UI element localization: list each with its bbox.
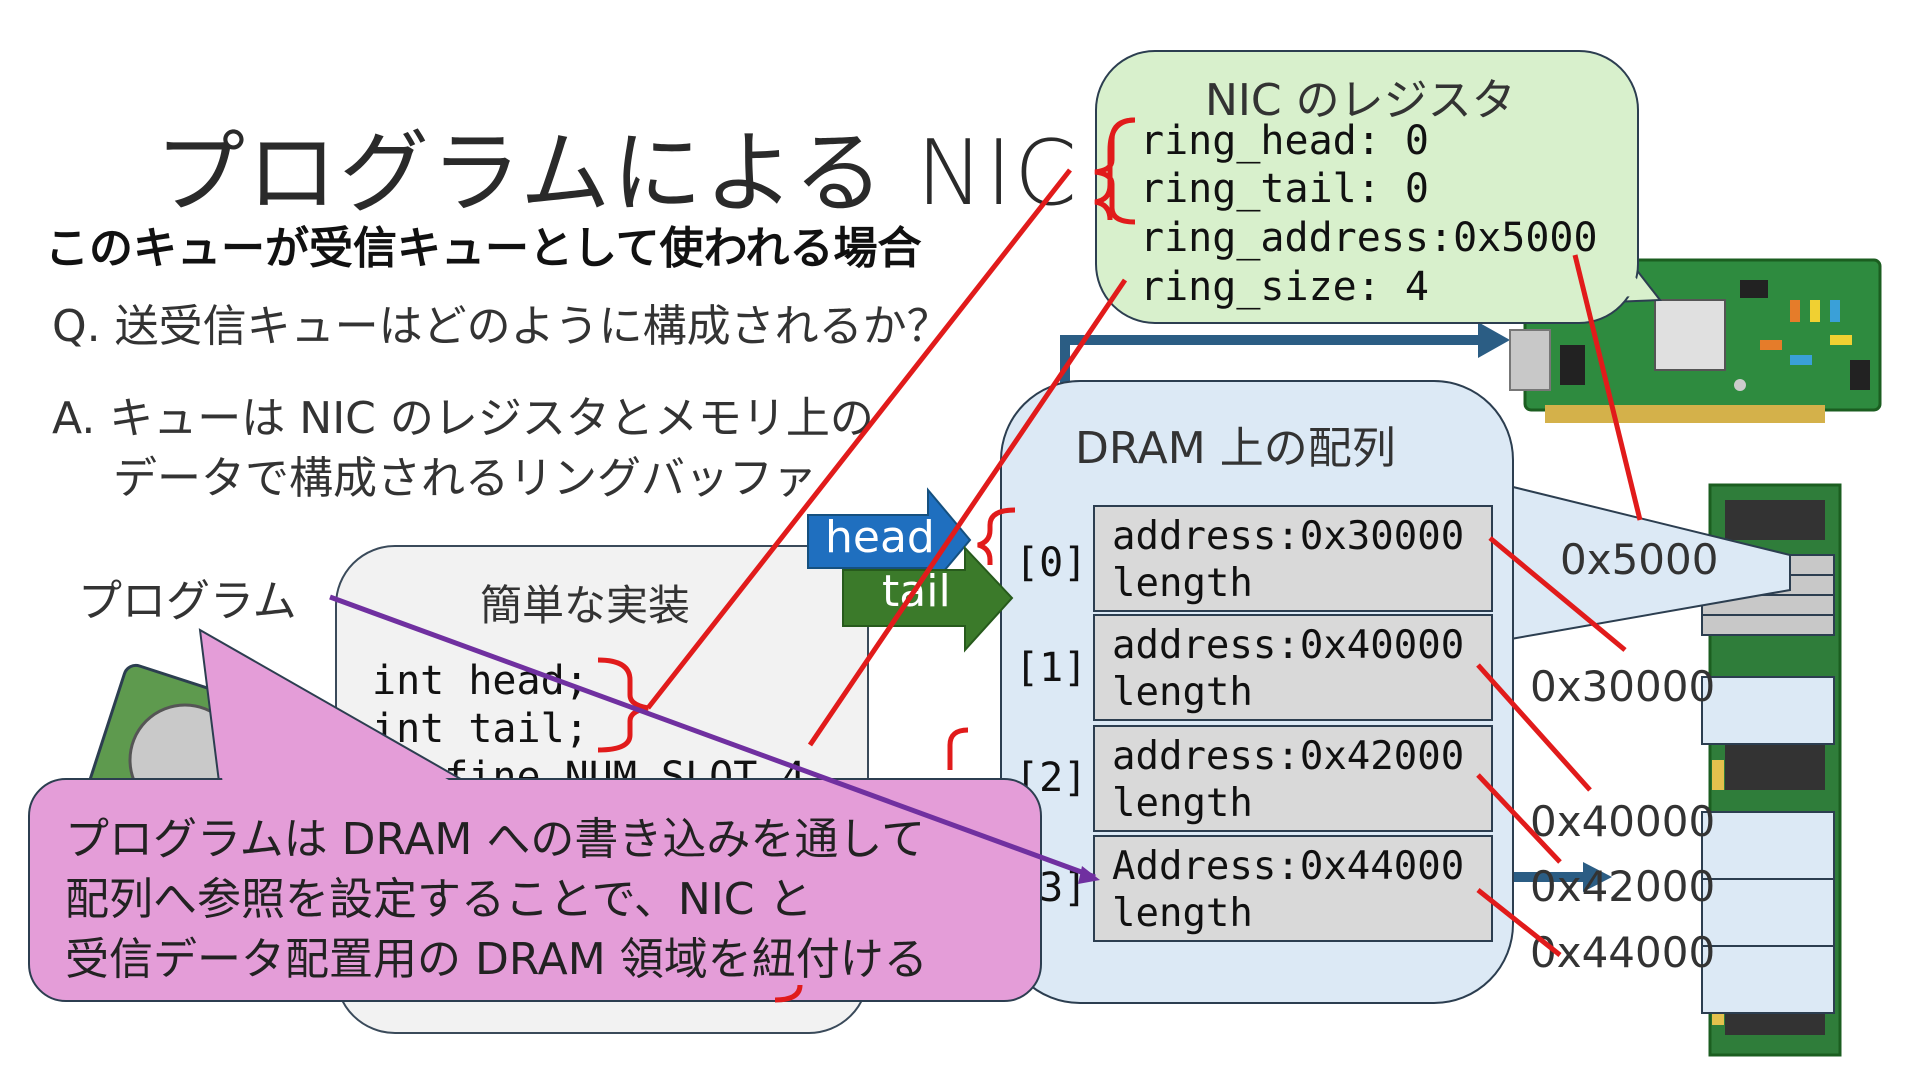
memory-address-label: 0x42000 — [1530, 862, 1716, 911]
array-brace — [947, 727, 969, 770]
entry-length: length — [1112, 670, 1253, 715]
explanation-callout — [28, 778, 1042, 1002]
page-title: プログラムによる NIC の — [155, 121, 1202, 226]
nic-register: ring_tail: 0 — [1140, 166, 1429, 212]
dram-index: [1] — [1015, 645, 1088, 691]
code-line: int tail; — [372, 706, 589, 752]
to-memory-arrow — [1510, 862, 1612, 892]
explanation-line: プログラムは DRAM への書き込みを通して — [65, 814, 926, 865]
entry-address: address:0x30000 — [1112, 514, 1465, 559]
dram-index: [0] — [1015, 540, 1088, 586]
answer-text-line1: A. キューは NIC のレジスタとメモリ上の — [52, 393, 874, 444]
nic-register-callout — [1095, 50, 1639, 324]
tail-arrow — [842, 545, 1014, 653]
implementation-title: 簡単な実装 — [480, 581, 691, 630]
entry-address: address:0x40000 — [1112, 623, 1465, 668]
entry-length: length — [1112, 561, 1253, 606]
nic-register: ring_address:0x5000 — [1140, 215, 1598, 261]
dram-entry-0: address:0x30000 length — [1093, 505, 1493, 612]
nic-register-title: NIC のレジスタ — [1205, 75, 1516, 126]
entry-length: length — [1112, 781, 1253, 826]
memory-address-label: 0x5000 — [1560, 535, 1719, 584]
program-link-line — [329, 594, 1100, 884]
question-text: Q. 送受信キューはどのように構成されるか？ — [52, 301, 951, 352]
nic-register: ring_head: 0 — [1140, 118, 1429, 164]
entry-address: Address:0x44000 — [1112, 844, 1465, 889]
dram-entry-2: address:0x42000 length — [1093, 725, 1493, 832]
memory-address-label: 0x40000 — [1530, 797, 1716, 846]
nic-register: ring_size: 4 — [1140, 264, 1429, 310]
dram-title: DRAM 上の配列 — [1075, 423, 1396, 474]
head-pointer-label: head — [825, 512, 935, 563]
explanation-line: 受信データ配置用の DRAM 領域を紐付ける — [65, 934, 928, 985]
program-label: プログラム — [78, 576, 297, 627]
dram-entry-1: address:0x40000 length — [1093, 614, 1493, 721]
entry-address: address:0x42000 — [1112, 734, 1465, 779]
subtitle: このキューが受信キューとして使われる場合 — [45, 223, 922, 274]
explanation-line: 配列へ参照を設定することで、NIC と — [65, 874, 813, 925]
memory-address-label: 0x30000 — [1530, 662, 1716, 711]
head-brace — [977, 507, 1016, 565]
answer-text-line2: データで構成されるリングバッファ — [113, 453, 817, 504]
dram-entry-3: Address:0x44000 length — [1093, 835, 1493, 942]
entry-length: length — [1112, 891, 1253, 936]
